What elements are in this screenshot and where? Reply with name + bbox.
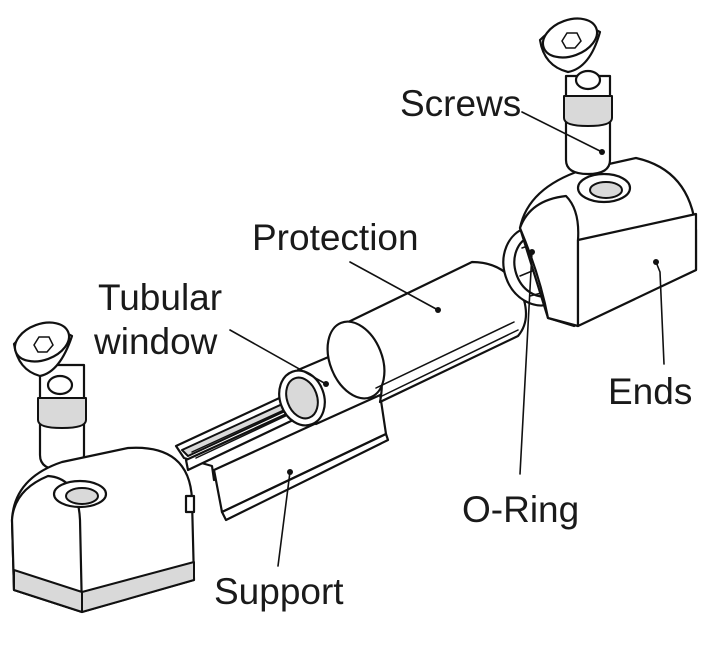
label-tubular-line1: Tubular xyxy=(98,277,222,318)
label-ends: Ends xyxy=(608,371,692,412)
leader-protection xyxy=(349,261,439,311)
screw-left xyxy=(12,321,87,472)
label-tubular-line2: window xyxy=(93,321,218,362)
label-support: Support xyxy=(214,571,344,612)
end-block-left xyxy=(10,446,196,614)
leader-ends xyxy=(655,261,665,365)
label-screws: Screws xyxy=(400,83,521,124)
leader-tubular-window xyxy=(229,329,327,385)
leader-support xyxy=(277,471,291,567)
leader-lines xyxy=(229,111,665,567)
labels: Screws Protection Tubular window Ends O-… xyxy=(93,83,692,612)
screw-right xyxy=(538,17,613,176)
end-block-right xyxy=(518,156,698,328)
label-protection: Protection xyxy=(252,217,419,258)
protection-tube xyxy=(326,260,528,404)
label-o-ring: O-Ring xyxy=(462,489,579,530)
leader-o-ring xyxy=(519,251,533,475)
leader-screws xyxy=(521,111,603,153)
